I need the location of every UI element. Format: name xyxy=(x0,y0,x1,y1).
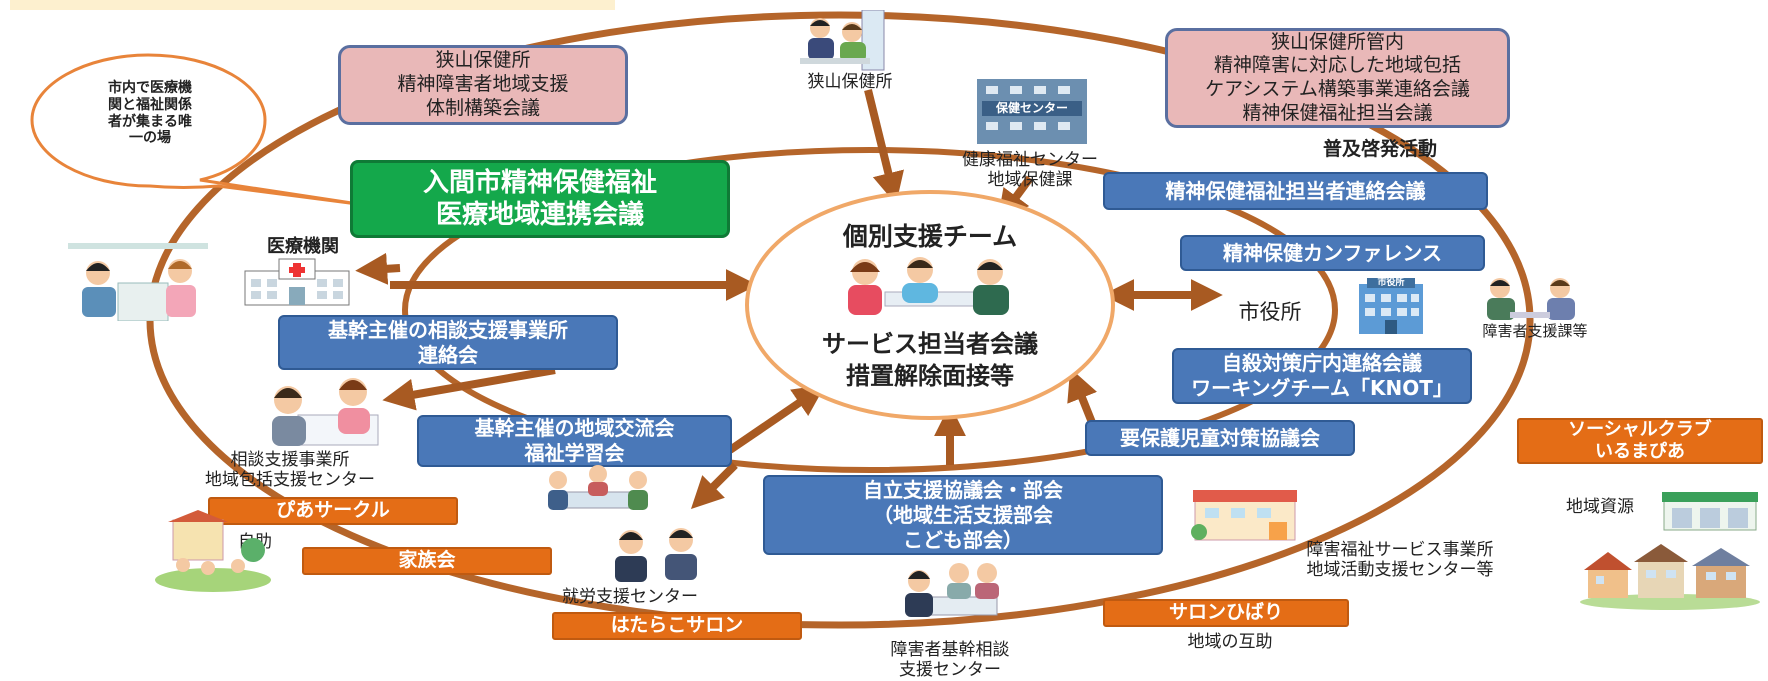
community-meeting-icon xyxy=(548,465,648,510)
city-hall-sign: 市役所 xyxy=(1377,278,1405,288)
callout-text: 市内で医療機 関と福祉関係 者が集まる唯 一の場 xyxy=(108,80,192,147)
hatarako-salon-box: はたらこサロン xyxy=(552,612,802,640)
medical-institution-label: 医療機関 xyxy=(267,236,339,257)
community-exchange-box: 基幹主催の地域交流会 福祉学習会 xyxy=(417,415,732,467)
consultation-desk-icon xyxy=(800,10,885,71)
self-help-group-icon xyxy=(155,510,271,592)
welfare-facility-icon xyxy=(1191,490,1297,541)
arrow-to-employment xyxy=(690,462,738,510)
center-team-title: 個別支援チーム xyxy=(842,222,1018,251)
core-consult-center-label: 障害者基幹相談 支援センター xyxy=(890,640,1010,681)
suicide-countermeasure-box: 自殺対策庁内連絡会議 ワーキングチーム「KNOT」 xyxy=(1172,348,1472,404)
health-center-sign: 保健センター xyxy=(995,101,1068,115)
sayama-care-system-council-box: 狭山保健所管内 精神障害に対応した地域包括 ケアシステム構築事業連絡会議 精神保… xyxy=(1165,28,1510,128)
employment-center-label: 就労支援センター xyxy=(562,587,698,607)
child-protection-council-box: 要保護児童対策協議会 xyxy=(1085,420,1355,456)
welfare-contact-meeting-box: 精神保健福祉担当者連絡会議 xyxy=(1103,172,1488,210)
local-resource-label: 地域資源 xyxy=(1566,497,1634,517)
center-meeting-line2: 措置解除面接等 xyxy=(846,362,1014,390)
health-center-building-icon xyxy=(977,79,1087,144)
top-banner-strip xyxy=(10,0,615,10)
mental-health-conference-box: 精神保健カンファレンス xyxy=(1180,235,1485,271)
hospital-building-icon xyxy=(244,258,350,306)
consult-office-label: 相談支援事業所 地域包括支援センター xyxy=(205,450,375,491)
sayama-hc-label: 狭山保健所 xyxy=(807,72,893,92)
salon-hibari-box: サロンひばり xyxy=(1103,599,1349,627)
fukyu-label: 普及啓発活動 xyxy=(1322,138,1437,160)
pia-circle-box: ぴあサークル xyxy=(208,497,458,525)
arrow-from-sayama xyxy=(864,89,904,205)
family-association-box: 家族会 xyxy=(302,547,552,575)
center-meeting-line1: サービス担当者会議 xyxy=(822,330,1038,358)
core-consult-office-meeting-box: 基幹主催の相談支援事業所 連絡会 xyxy=(278,315,618,370)
disability-consult-icon xyxy=(1487,278,1575,320)
inner-ring xyxy=(402,147,1338,473)
iruma-liaison-council-box: 入間市精神保健福祉 医療地域連携会議 xyxy=(350,160,730,238)
city-hall-label: 市役所 xyxy=(1238,300,1302,324)
welfare-service-label: 障害福祉サービス事業所 地域活動支援センター等 xyxy=(1306,540,1494,581)
employment-center-icon xyxy=(615,528,697,582)
community-mutual-help-label: 地域の互助 xyxy=(1187,632,1273,652)
health-center-label: 健康福祉センター 地域保健課 xyxy=(962,150,1098,191)
town-houses-icon xyxy=(1580,544,1760,610)
arrow-to-consult xyxy=(382,366,556,411)
reception-counter-icon xyxy=(68,243,208,321)
core-consult-people-icon xyxy=(905,563,999,617)
arrow-from-community xyxy=(727,384,826,454)
arrow-to-medical-callout xyxy=(355,252,401,285)
sayama-support-council-box: 狭山保健所 精神障害者地域支援 体制構築会議 xyxy=(338,45,628,125)
meeting-people-icon xyxy=(848,257,1009,315)
city-hall-building-icon xyxy=(1359,278,1423,334)
social-club-box: ソーシャルクラブ いるまぴあ xyxy=(1517,418,1763,464)
independence-support-council-box: 自立支援協議会・部会 （地域生活支援部会 こども部会） xyxy=(763,475,1163,555)
consult-office-people-icon xyxy=(272,378,379,446)
disability-division-label: 障害者支援課等 xyxy=(1482,322,1588,340)
convenience-store-icon xyxy=(1662,492,1758,531)
